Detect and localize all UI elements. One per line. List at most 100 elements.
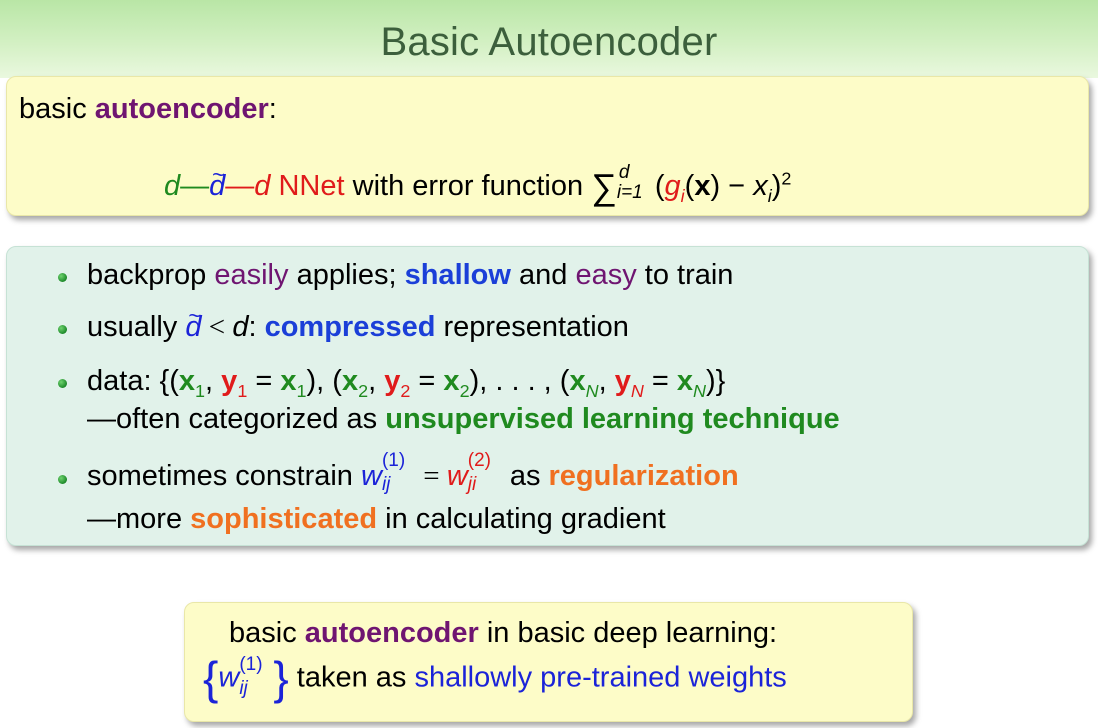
bullet-2-text: representation (435, 311, 629, 343)
bullet-4-regularization: regularization (548, 460, 739, 492)
summary-w-sup: (1) (239, 654, 263, 675)
formula-xi: x (753, 170, 768, 202)
formula-sum: ∑ (591, 166, 617, 207)
summary-text: in basic deep learning: (478, 617, 778, 649)
bullet-1-shallow: shallow (404, 259, 511, 291)
bullet-4-text: as (501, 460, 549, 492)
definition-box: basic autoencoder: d—~d—d NNet with erro… (6, 76, 1089, 216)
data-x: x (443, 365, 460, 397)
data-sub: 1 (296, 380, 307, 401)
bullet-icon (58, 325, 67, 334)
bullet-2-text: : (248, 311, 265, 343)
formula-nnet: NNet (278, 170, 345, 202)
formula-g-sub: i (680, 185, 685, 206)
formula-sum-lower: i=1 (616, 182, 643, 203)
data-sub: 2 (358, 380, 369, 401)
weight-w1-sub: ij (381, 474, 391, 495)
formula-power: 2 (781, 168, 792, 189)
definition-term: autoencoder (94, 93, 269, 125)
data-sub: 1 (237, 380, 248, 401)
bullet-2-d: d (232, 311, 249, 343)
data-end: )} (706, 365, 726, 397)
formula-dash: — (180, 170, 210, 202)
definition-suffix: : (268, 93, 277, 125)
data-y: y (614, 365, 631, 397)
bullet-1-easily: easily (214, 259, 289, 291)
bullet-4-line-1: sometimes constrain w(1)ij = w(2)ji as r… (87, 451, 739, 495)
summary-pretrained: shallowly pre-trained weights (414, 661, 787, 694)
data-comma: , (368, 365, 385, 397)
formula-x-bold: x (694, 170, 711, 202)
slide-title: Basic Autoencoder (380, 20, 718, 64)
bullet-icon (58, 475, 67, 484)
formula-d-output: d (254, 170, 271, 202)
summary-line-2: {w(1)ij} taken as shallowly pre-trained … (203, 655, 787, 715)
summary-w: w (218, 661, 240, 694)
bullet-1-text: and (510, 259, 576, 291)
formula-g: g (664, 170, 681, 202)
data-equals: = (247, 365, 281, 397)
bullet-3-text: —often categorized as (87, 403, 386, 435)
bullet-3-line-1: data: {(x1, y1 = x1), (x2, y2 = x2), . .… (87, 365, 726, 400)
data-equals: = (643, 365, 677, 397)
data-sub: 2 (459, 380, 470, 401)
data-sub: 2 (400, 380, 411, 401)
bullet-2: usually ~d < d: compressed representatio… (87, 303, 629, 343)
formula-dash: — (225, 170, 255, 202)
bullet-3-unsupervised: unsupervised learning technique (385, 403, 840, 435)
bullet-1-text: applies; (288, 259, 405, 291)
formula-minus: ) − (710, 170, 754, 202)
data-separator: ), ( (306, 365, 342, 397)
data-equals: = (410, 365, 444, 397)
definition-prefix: basic (19, 93, 95, 125)
summary-box: basic autoencoder in basic deep learning… (184, 602, 913, 722)
bullet-2-lt: < (201, 311, 233, 343)
data-sub: N (693, 380, 707, 401)
data-x: x (178, 365, 196, 397)
bullet-2-compressed: compressed (264, 311, 436, 343)
weight-w2-sup: (2) (467, 450, 491, 471)
bullet-icon (58, 379, 67, 388)
formula-d-tilde: ~d (209, 162, 226, 202)
definition-line: basic autoencoder: (19, 95, 277, 124)
data-comma: , (598, 365, 615, 397)
data-sub: 1 (195, 380, 206, 401)
bullet-3-line-2: —often categorized as unsupervised learn… (87, 405, 840, 434)
weight-w2: w (446, 460, 468, 492)
summary-term: autoencoder (304, 617, 479, 649)
bullet-4-text: in calculating gradient (377, 503, 666, 535)
data-y: y (384, 365, 401, 397)
formula-paren: ( (654, 170, 665, 202)
bullet-2-d-tilde: ~d (185, 303, 202, 343)
data-sub: N (630, 380, 644, 401)
bullet-icon (58, 273, 67, 282)
formula-d-input: d (164, 170, 181, 202)
data-comma: , (205, 365, 222, 397)
summary-line-1: basic autoencoder in basic deep learning… (229, 619, 777, 648)
bullet-1-text: backprop (87, 259, 215, 291)
formula-xi-sub: i (767, 185, 772, 206)
bullet-4-sophisticated: sophisticated (190, 503, 378, 535)
bullet-1: backprop easily applies; shallow and eas… (87, 261, 733, 290)
data-y: y (221, 365, 238, 397)
weight-w1: w (361, 460, 382, 492)
data-x: x (676, 365, 694, 397)
data-separator: ), . . . , ( (469, 365, 570, 397)
weight-w1-sup: (1) (381, 450, 406, 471)
data-sub: N (585, 380, 599, 401)
data-x: x (341, 365, 359, 397)
summary-w-sub: ij (239, 678, 248, 699)
bullet-1-text: to train (636, 259, 734, 291)
summary-text: basic (229, 617, 305, 649)
data-x: x (280, 365, 297, 397)
bullets-box: backprop easily applies; shallow and eas… (6, 246, 1089, 546)
weight-w2-sub: ji (467, 474, 477, 495)
bullet-4-text: sometimes constrain (87, 460, 361, 492)
slide-header (0, 0, 1098, 78)
bullet-4-line-2: —more sophisticated in calculating gradi… (87, 505, 666, 534)
bullet-3-text: data: {( (87, 365, 179, 397)
formula-sum-upper: d (618, 162, 630, 183)
weight-equals: = (415, 460, 447, 492)
summary-text: taken as (288, 661, 415, 694)
